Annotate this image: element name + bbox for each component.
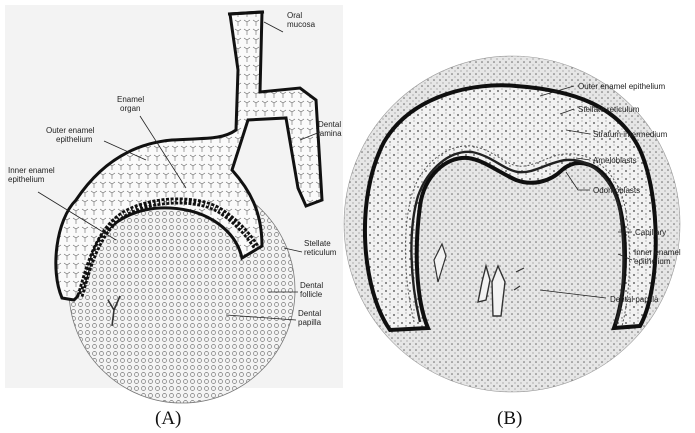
label-inner-enamel-line1: Inner enamel (8, 166, 55, 175)
label-b-ameloblasts: Ameloblasts (593, 156, 637, 165)
label-dental-lamina-line1: Dental (318, 120, 341, 129)
caption-b: (B) (497, 408, 522, 429)
label-stellate-line1: Stellate (304, 239, 331, 248)
label-inner-enamel-line2: epithelium (8, 175, 45, 184)
label-enamel-organ-line2: organ (120, 104, 140, 113)
label-enamel-organ-line1: Enamel (117, 95, 144, 104)
label-dental-papilla-line2: papilla (298, 318, 322, 327)
panel-a: Oral mucosa Dental lamina Enamel organ O… (5, 5, 343, 429)
label-b-dental-papilla: Dental papilla (610, 295, 659, 304)
label-dental-follicle-line1: Dental (300, 281, 323, 290)
label-b-inner-enamel-line1: Inner enamel (634, 248, 681, 257)
label-outer-enamel-line2: epithelium (56, 135, 93, 144)
label-b-stellate: Stellate reticulum (578, 105, 640, 114)
label-dental-follicle-line2: follicle (300, 290, 323, 299)
label-b-inner-enamel-line2: epithelium (634, 257, 671, 266)
caption-a: (A) (155, 408, 181, 429)
label-b-outer-enamel: Outer enamel epithelium (578, 82, 665, 91)
label-stellate-line2: reticulum (304, 248, 337, 257)
label-b-stratum: Stratum intermedium (593, 130, 668, 139)
label-b-odontoblasts: Odontoblasts (593, 186, 640, 195)
label-oral-mucosa-line2: mucosa (287, 20, 316, 29)
label-oral-mucosa-line1: Oral (287, 11, 302, 20)
label-dental-lamina-line2: lamina (318, 129, 342, 138)
oral-mucosa-edge (228, 12, 264, 14)
label-b-capillary: Capillary (635, 228, 666, 237)
label-outer-enamel-line1: Outer enamel (46, 126, 95, 135)
label-dental-papilla-line1: Dental (298, 309, 321, 318)
panel-b: Outer enamel epithelium Stellate reticul… (344, 50, 693, 429)
